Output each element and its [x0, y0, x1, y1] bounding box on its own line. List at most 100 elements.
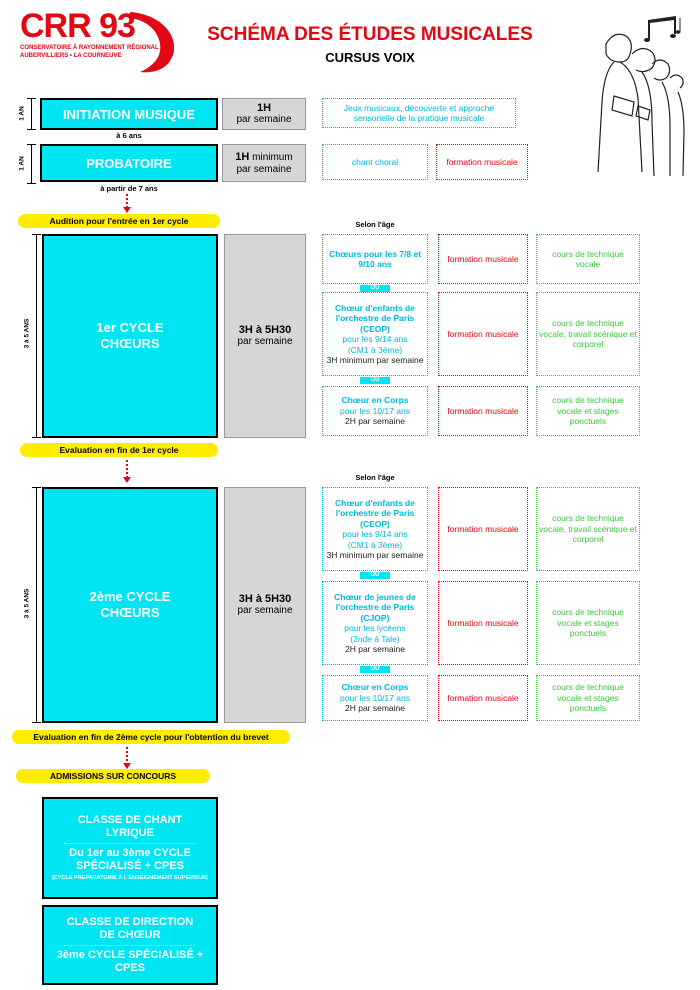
- cycle1-row3-tech: cours de technique vocale et stages ponc…: [552, 395, 624, 427]
- probatoire-hours-box: 1H minimum par semaine: [222, 144, 306, 182]
- logo: CRR 93 CONSERVATOIRE À RAYONNEMENT RÉGIO…: [20, 8, 180, 78]
- probatoire-duration: 1 AN: [18, 156, 26, 171]
- probatoire-fm: formation musicale: [446, 156, 518, 167]
- cycle2-choir-box-1: Chœur d'enfants de l'orchestre de Paris …: [322, 487, 428, 571]
- cycle2-tech-box-1: cours de technique vocale, travail scéni…: [536, 487, 640, 571]
- cycle1-tech-box-1: cours de technique vocale: [536, 234, 640, 284]
- cycle1-selon: Selon l'âge: [355, 220, 395, 229]
- cycle1-row3-extra: 2H par semaine: [344, 416, 405, 427]
- cycle1-ou-1: OU: [360, 285, 390, 292]
- cycle1-choir-box-2: Chœur d'enfants de l'orchestre de Paris …: [322, 292, 428, 376]
- cycle2-row1-tech: cours de technique vocale, travail scéni…: [539, 513, 637, 545]
- cycle2-fm-box-2: formation musicale: [438, 581, 528, 665]
- probatoire-age: à partir de 7 ans: [100, 184, 158, 193]
- class2-title: CLASSE DE DIRECTION DE CHŒUR: [66, 915, 194, 941]
- cycle2-selon: Selon l'âge: [355, 473, 395, 482]
- cycle2-title-l2: CHŒURS: [100, 605, 160, 620]
- cycle2-row2-sub: pour les lycéens: [344, 623, 406, 633]
- probatoire-title: PROBATOIRE: [86, 155, 172, 171]
- cycle1-row3-sub: pour les 10/17 ans: [340, 405, 410, 416]
- cycle1-title-l2: CHŒURS: [100, 336, 160, 351]
- cycle2-row1-fm: formation musicale: [447, 523, 519, 534]
- singers-illustration-icon: [597, 16, 685, 177]
- probatoire-hours-sub: par semaine: [236, 163, 292, 175]
- cycle2-fm-box-1: formation musicale: [438, 487, 528, 571]
- evaluation1-banner: Evaluation en fin de 1er cycle: [20, 443, 218, 457]
- initiation-age: à 6 ans: [116, 131, 142, 140]
- cycle2-box: 2ème CYCLE CHŒURS: [42, 487, 218, 723]
- cycle1-fm-box-2: formation musicale: [438, 292, 528, 376]
- class-chant-lyrique-box: CLASSE DE CHANT LYRIQUE Du 1er au 3ème C…: [42, 797, 218, 899]
- probatoire-choir-box: chant choral: [322, 144, 428, 180]
- cycle2-row1-sub2: (CM1 à 3ème): [347, 539, 403, 550]
- initiation-title: INITIATION MUSIQUE: [63, 106, 195, 122]
- logo-line1: CONSERVATOIRE À RAYONNEMENT RÉGIONAL: [20, 45, 159, 51]
- cycle1-box: 1er CYCLE CHŒURS: [42, 234, 218, 438]
- cycle2-hours-sub: par semaine: [237, 605, 293, 616]
- cycle2-fm-box-3: formation musicale: [438, 675, 528, 721]
- cycle2-row2-title: Chœur de jeunes de l'orchestre de Paris …: [334, 591, 416, 623]
- cycle1-duration: 3 à 5 ANS: [23, 318, 31, 349]
- cycle2-row1-extra: 3H minimum par semaine: [326, 550, 424, 560]
- cycle1-row1-fm: formation musicale: [447, 253, 519, 264]
- logo-swoosh-icon: [130, 12, 175, 73]
- initiation-desc-box: Jeux musicaux, découverte et approche se…: [322, 98, 516, 128]
- cycle2-row2-extra: 2H par semaine: [344, 644, 405, 654]
- cycle1-hours-sub: par semaine: [237, 336, 293, 347]
- cycle2-hours: 3H à 5H30: [238, 593, 292, 605]
- page-subtitle: CURSUS VOIX: [325, 50, 415, 65]
- initiation-hours: 1H: [256, 102, 272, 114]
- cycle2-title-l1: 2ème CYCLE: [89, 589, 171, 604]
- cycle2-row1-title: Chœur d'enfants de l'orchestre de Paris …: [335, 497, 415, 529]
- class-direction-choeur-box: CLASSE DE DIRECTION DE CHŒUR 3ème CYCLE …: [42, 905, 218, 985]
- cycle2-duration: 3 à 5 ANS: [23, 588, 31, 619]
- class1-title: CLASSE DE CHANT LYRIQUE: [77, 814, 183, 839]
- cycle2-row1-sub: pour les 9/14 ans: [342, 529, 408, 539]
- cycle1-fm-box-3: formation musicale: [438, 386, 528, 436]
- cycle1-row2-sub2: (CM1 à 3ème): [347, 344, 403, 355]
- initiation-hours-box: 1H par semaine: [222, 98, 306, 130]
- page-title: SCHÉMA DES ÉTUDES MUSICALES: [207, 24, 533, 45]
- probatoire-hours: 1H: [235, 150, 250, 163]
- class1-note: (CYCLE PRÉPARATOIRE À L'ENSEIGNEMENT SUP…: [52, 875, 208, 881]
- cycle1-tech-box-2: cours de technique vocale, travail scéni…: [536, 292, 640, 376]
- cycle2-row2-sub2: (2nde à Tale): [350, 633, 400, 644]
- cycle2-row3-sub: pour les 10/17 ans: [340, 692, 410, 703]
- logo-line2: AUBERVILLIERS • LA COURNEUVE: [20, 53, 122, 59]
- cycle2-choir-box-2: Chœur de jeunes de l'orchestre de Paris …: [322, 581, 428, 665]
- music-notes-icon: [644, 16, 681, 42]
- initiation-hours-sub: par semaine: [236, 114, 292, 125]
- cycle1-row2-tech: cours de technique vocale, travail scéni…: [539, 318, 637, 350]
- probatoire-fm-box: formation musicale: [436, 144, 528, 180]
- cycle1-hours: 3H à 5H30: [238, 324, 292, 336]
- cycle2-ou-2: OU: [360, 666, 390, 673]
- cycle1-row1-title: Chœurs pour les 7/8 et 9/10 ans: [328, 248, 422, 270]
- cycle1-row3-fm: formation musicale: [447, 405, 519, 416]
- admissions-banner: ADMISSIONS SUR CONCOURS: [16, 769, 210, 783]
- cycle2-row3-extra: 2H par semaine: [344, 703, 405, 714]
- probatoire-hours-extra: minimum: [252, 151, 293, 163]
- cycle1-row3-title: Chœur en Corps: [341, 395, 409, 406]
- cycle1-row2-sub: pour les 9/14 ans: [342, 334, 408, 344]
- evaluation2-banner: Evaluation en fin de 2ème cycle pour l'o…: [12, 730, 290, 744]
- cycle2-row3-fm: formation musicale: [447, 692, 519, 703]
- cycle2-tech-box-3: cours de technique vocale et stages ponc…: [536, 675, 640, 721]
- probatoire-choir: chant choral: [351, 156, 399, 167]
- class2-sub: 3ème CYCLE SPÉCIALISÉ + CPES: [56, 948, 204, 974]
- cycle1-ou-2: OU: [360, 377, 390, 384]
- probatoire-box: PROBATOIRE: [40, 144, 218, 182]
- cycle2-row2-fm: formation musicale: [447, 617, 519, 628]
- audition-banner: Audition pour l'entrée en 1er cycle: [18, 214, 220, 228]
- cycle1-row1-tech: cours de technique vocale: [552, 248, 624, 270]
- cycle1-row2-title: Chœur d'enfants de l'orchestre de Paris …: [335, 302, 415, 334]
- cycle1-row2-fm: formation musicale: [447, 328, 519, 339]
- cycle2-ou-1: OU: [360, 572, 390, 579]
- class1-sub: Du 1er au 3ème CYCLE SPÉCIALISÉ + CPES: [69, 847, 191, 872]
- initiation-duration: 1 AN: [18, 106, 26, 121]
- cycle1-row2-extra: 3H minimum par semaine: [326, 355, 424, 365]
- initiation-desc: Jeux musicaux, découverte et approche se…: [343, 102, 495, 124]
- cycle1-fm-box-1: formation musicale: [438, 234, 528, 284]
- cycle2-tech-box-2: cours de technique vocale et stages ponc…: [536, 581, 640, 665]
- logo-text: CRR 93: [20, 7, 136, 45]
- cycle2-row2-tech: cours de technique vocale et stages ponc…: [552, 607, 624, 639]
